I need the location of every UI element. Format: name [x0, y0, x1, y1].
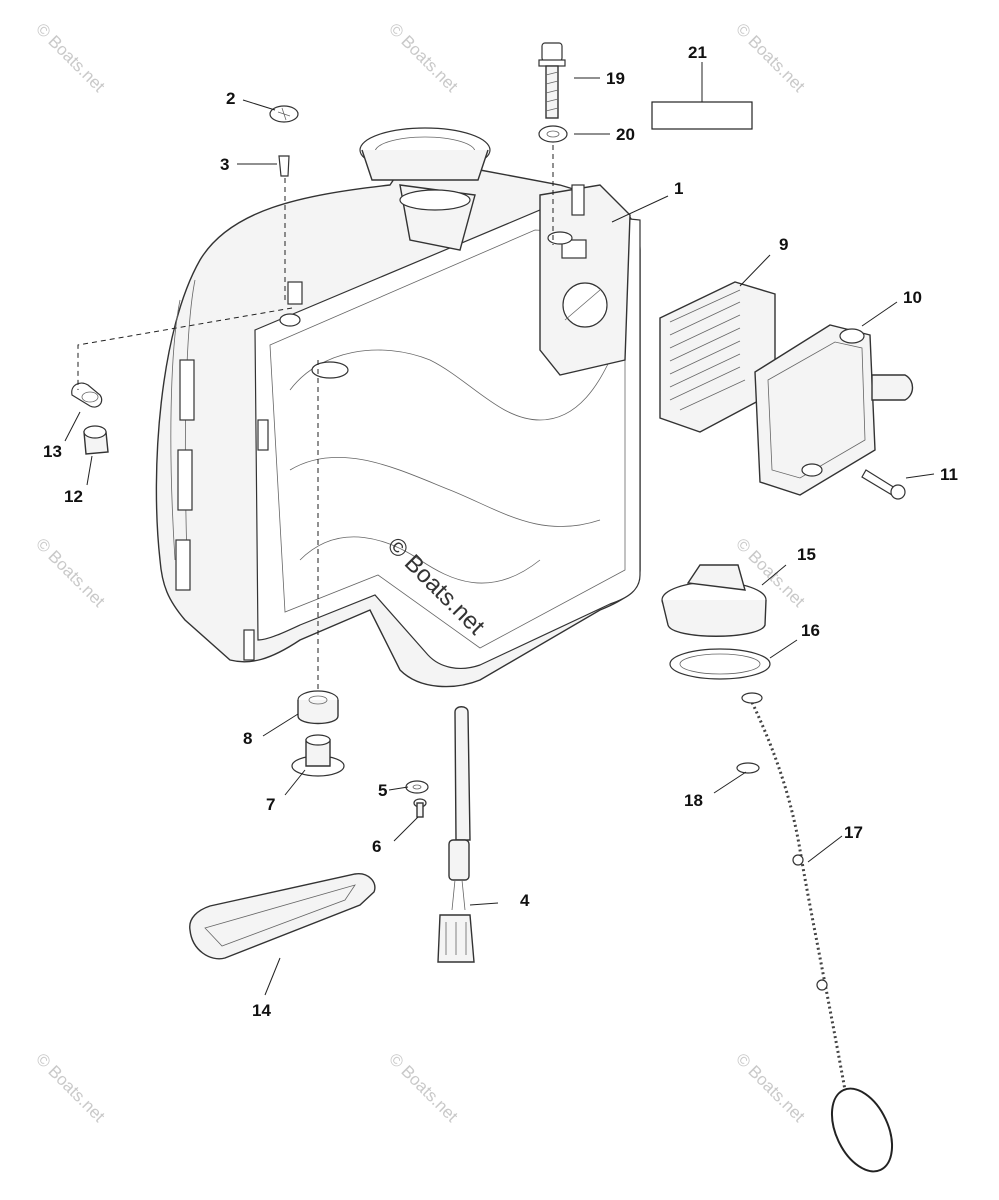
- callout-15: 15: [797, 545, 816, 564]
- callout-8: 8: [243, 729, 252, 748]
- part-8-grommet: [297, 690, 339, 725]
- callout-3: 3: [220, 155, 229, 174]
- callout-4: 4: [520, 891, 530, 910]
- watermark-mid-left: © Boats.net: [32, 534, 109, 611]
- part-18-clip: [736, 762, 760, 774]
- callout-18: 18: [684, 791, 703, 810]
- callout-6: 6: [372, 837, 381, 856]
- watermark-bottom-left: © Boats.net: [32, 1049, 109, 1126]
- part-11-screw: [861, 469, 906, 500]
- part-20-washer: [538, 125, 568, 143]
- filler-neck: [359, 127, 491, 251]
- callout-9: 9: [779, 235, 788, 254]
- watermark-bottom-center: © Boats.net: [385, 1049, 462, 1126]
- part-9-filter-element: [659, 281, 776, 433]
- callout-1: 1: [674, 179, 683, 198]
- assembly-lines: [77, 145, 554, 690]
- part-13-clamp: [71, 382, 103, 408]
- part-2-retainer: [269, 105, 299, 123]
- part-5-washer: [405, 780, 429, 794]
- part-17-chain: [741, 692, 894, 1173]
- callout-16: 16: [801, 621, 820, 640]
- watermark-top-right: © Boats.net: [732, 19, 809, 96]
- tank-fittings: [279, 184, 585, 379]
- part-15-filler-cap: [661, 564, 767, 637]
- callout-12: 12: [64, 487, 83, 506]
- part-19-bolt: [538, 42, 566, 119]
- part-14-tray: [189, 873, 376, 960]
- watermark-top-left: © Boats.net: [32, 19, 109, 96]
- part-7-bushing: [291, 734, 345, 777]
- callout-7: 7: [266, 795, 275, 814]
- part-12-cap: [83, 425, 109, 455]
- callout-5: 5: [378, 781, 387, 800]
- filter-mount: [539, 184, 631, 376]
- part-3-pin: [278, 155, 290, 177]
- callout-14: 14: [252, 1001, 271, 1020]
- callout-11: 11: [940, 465, 958, 484]
- part-6-screw: [413, 798, 427, 818]
- part-10-filter-cover: [754, 324, 914, 496]
- watermark-bottom-right: © Boats.net: [732, 1049, 809, 1126]
- part-4-sender: [437, 706, 475, 963]
- leader-lines: [64, 62, 935, 996]
- callout-20: 20: [616, 125, 635, 144]
- callouts: 1 2 3 4 5 6 7 8 9 10 11 12 13 14 15 16 1…: [43, 43, 958, 1020]
- callout-2: 2: [226, 89, 235, 108]
- callout-10: 10: [903, 288, 922, 307]
- watermark-top-center: © Boats.net: [385, 19, 462, 96]
- callout-19: 19: [606, 69, 625, 88]
- callout-13: 13: [43, 442, 62, 461]
- part-21-label: [651, 101, 753, 130]
- callout-17: 17: [844, 823, 863, 842]
- part-16-seal: [669, 648, 771, 680]
- callout-21: 21: [688, 43, 707, 62]
